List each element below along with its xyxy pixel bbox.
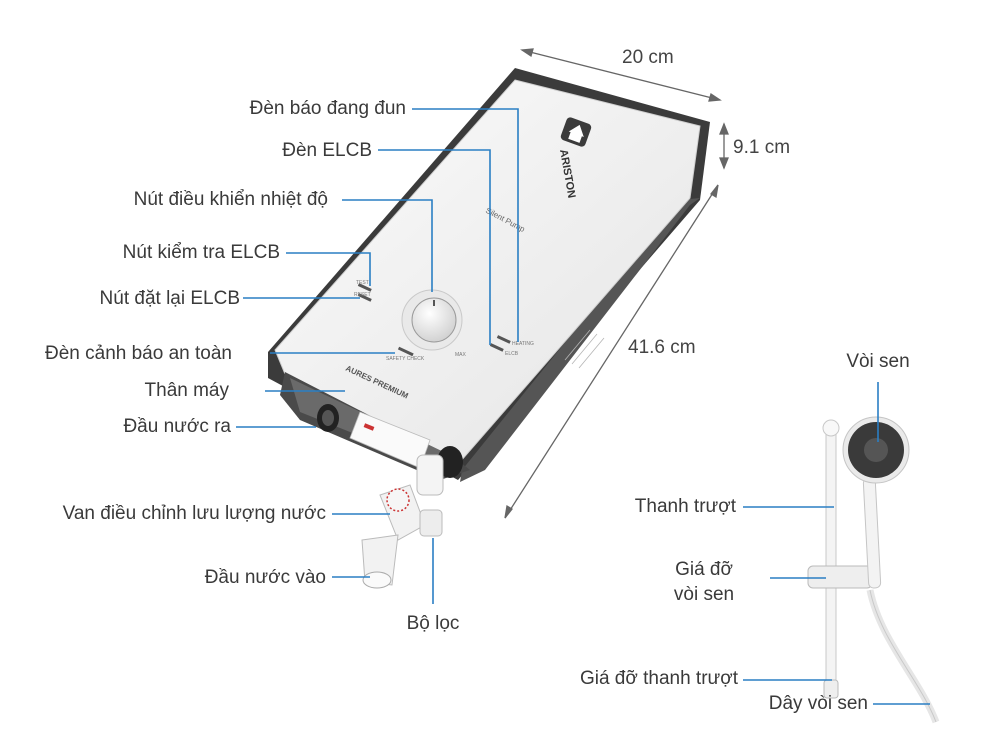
test-text: TEST (356, 280, 369, 286)
label-heating-light: Đèn báo đang đun (249, 98, 406, 119)
reset-text: RESET (354, 292, 371, 298)
outlet-fitting (317, 404, 339, 432)
inlet-valve-assembly (361, 446, 463, 589)
label-filter: Bộ lọc (406, 613, 460, 634)
label-safety-light: Đèn cảnh báo an toàn (45, 343, 232, 364)
shower-set (807, 416, 940, 724)
label-body: Thân máy (144, 380, 229, 401)
dimension-arrows (504, 48, 729, 519)
ariston-logo (560, 117, 592, 147)
label-holder-line2: vòi sen (673, 584, 735, 605)
heater-body: ARISTON Silent Pump AURES PREMIUM TEST R… (268, 68, 710, 482)
label-water-inlet: Đầu nước vào (204, 567, 326, 588)
label-hose: Dây vòi sen (768, 693, 868, 714)
max-text: MAX (455, 352, 467, 358)
label-holder-line1: Giá đỡ (675, 559, 733, 580)
dimension-depth: 9.1 cm (733, 137, 791, 158)
label-elcb-light: Đèn ELCB (282, 140, 372, 161)
dimension-width: 20 cm (622, 47, 674, 68)
label-slide-bar: Thanh trượt (634, 496, 736, 517)
label-flow-valve: Van điều chỉnh lưu lượng nước (62, 503, 326, 524)
label-bar-holder: Giá đỡ thanh trượt (579, 668, 738, 689)
elcb-text: ELCB (505, 351, 519, 357)
temperature-knob (401, 289, 463, 351)
dimension-height: 41.6 cm (628, 337, 696, 358)
label-water-outlet: Đầu nước ra (123, 416, 231, 437)
label-elcb-reset: Nút đặt lại ELCB (99, 288, 240, 309)
safety-text: SAFETY CHECK (386, 356, 425, 362)
callout-lines (236, 108, 930, 705)
heating-text: HEATING (512, 341, 534, 347)
label-elcb-test: Nút kiểm tra ELCB (122, 242, 280, 263)
label-shower-head: Vòi sen (846, 351, 910, 372)
label-temp-knob: Nút điều khiển nhiệt độ (133, 189, 328, 210)
